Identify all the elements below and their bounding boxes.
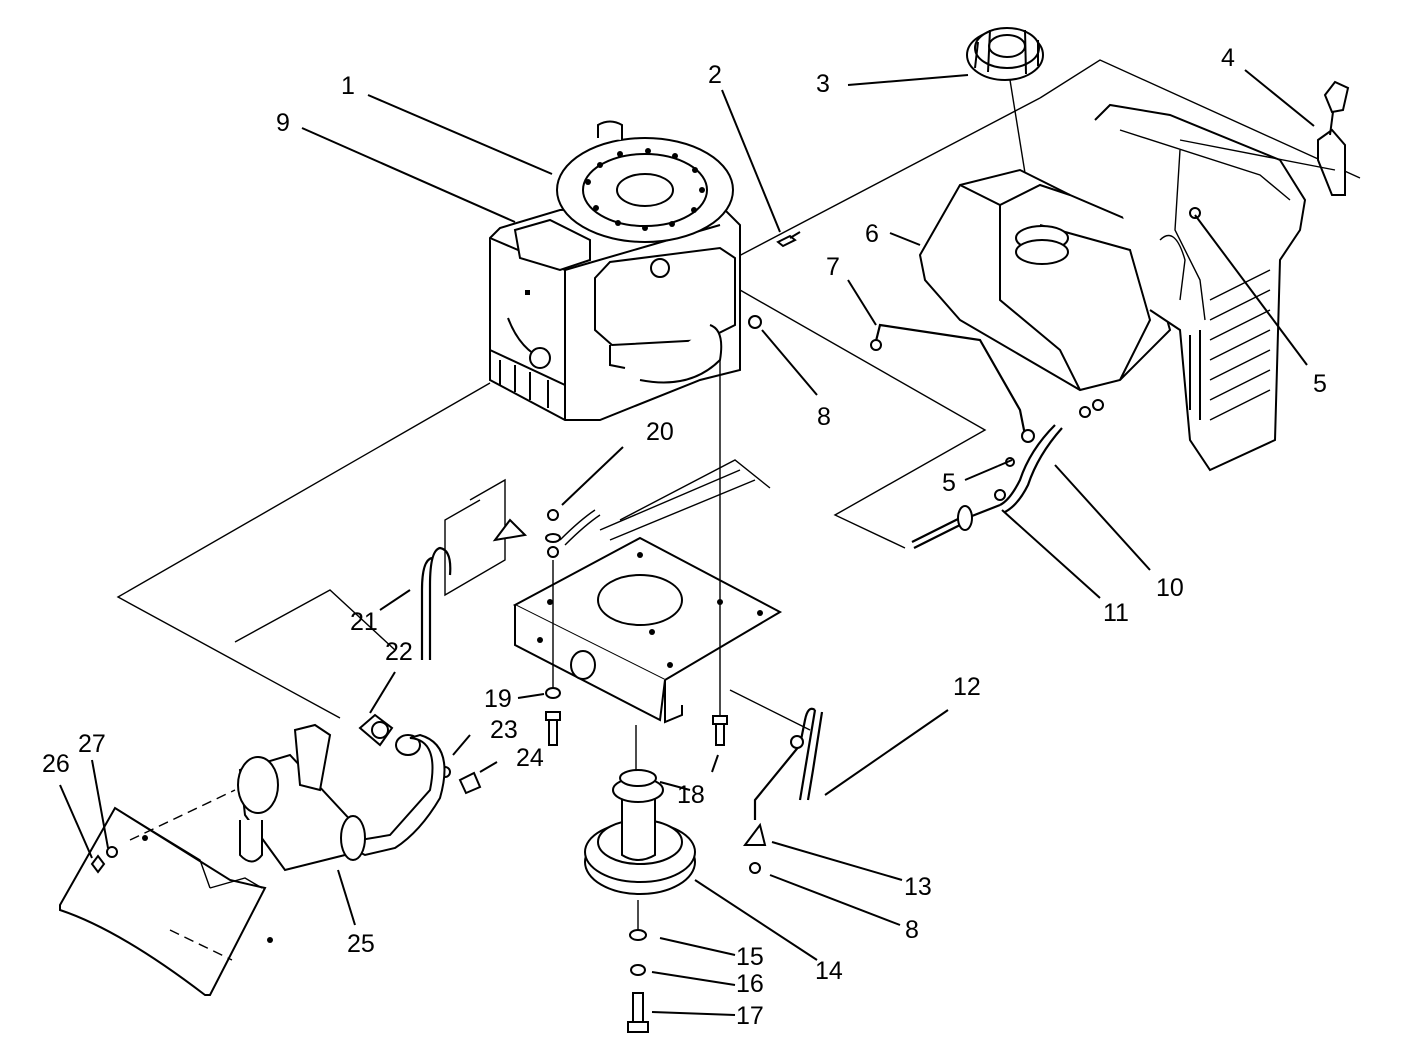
assembly-outline-lines	[116, 59, 1361, 731]
callout-23: 23	[490, 716, 518, 744]
callout-15: 15	[736, 943, 764, 971]
callout-5-frame: 5	[1313, 370, 1327, 398]
callout-18: 18	[677, 781, 705, 809]
callout-21: 21	[350, 608, 378, 636]
callout-5-hose: 5	[942, 469, 956, 497]
callout-1: 1	[341, 72, 355, 100]
callout-19: 19	[484, 685, 512, 713]
pulley-hardware	[627, 929, 649, 1033]
callout-13: 13	[904, 873, 932, 901]
engine-pulley	[584, 769, 696, 895]
callout-2: 2	[708, 61, 722, 89]
callout-3: 3	[816, 70, 830, 98]
callout-16: 16	[736, 970, 764, 998]
throttle-clip	[420, 518, 528, 660]
engine-assembly	[489, 120, 741, 421]
callout-25: 25	[347, 930, 375, 958]
fuel-hose	[999, 399, 1104, 513]
callout-labels: 1 2 3 4 5 5 6 7 8 8 9 10 11 12 13 14 15 …	[42, 44, 1327, 1030]
callout-24: 24	[516, 744, 544, 772]
callout-20: 20	[646, 418, 674, 446]
callout-14: 14	[815, 957, 843, 985]
seat-switch	[1179, 80, 1350, 196]
callout-8-top: 8	[817, 403, 831, 431]
callout-7: 7	[826, 253, 840, 281]
hardware	[748, 207, 1201, 501]
callout-17: 17	[736, 1002, 764, 1030]
throttle-rod	[753, 707, 824, 820]
heat-shield	[59, 789, 273, 996]
gas-cap	[966, 27, 1044, 236]
fuel-line	[870, 323, 1035, 443]
callout-12: 12	[953, 673, 981, 701]
throttle-bracket	[743, 822, 767, 874]
callout-10: 10	[1156, 574, 1184, 602]
callout-4: 4	[1221, 44, 1235, 72]
callout-11: 11	[1103, 599, 1129, 627]
exhaust-assembly	[237, 713, 446, 872]
leader-lines	[59, 69, 1315, 1016]
fuel-tank	[918, 168, 1172, 392]
callout-22: 22	[385, 638, 413, 666]
assembly-shaft-lines	[552, 360, 721, 930]
fuel-filter-hose	[911, 503, 1001, 549]
callout-9: 9	[276, 109, 290, 137]
callout-6: 6	[865, 220, 879, 248]
callout-26: 26	[42, 750, 70, 778]
frame-body	[1094, 103, 1307, 472]
callout-8-bottom: 8	[905, 916, 919, 944]
callout-27: 27	[78, 730, 106, 758]
